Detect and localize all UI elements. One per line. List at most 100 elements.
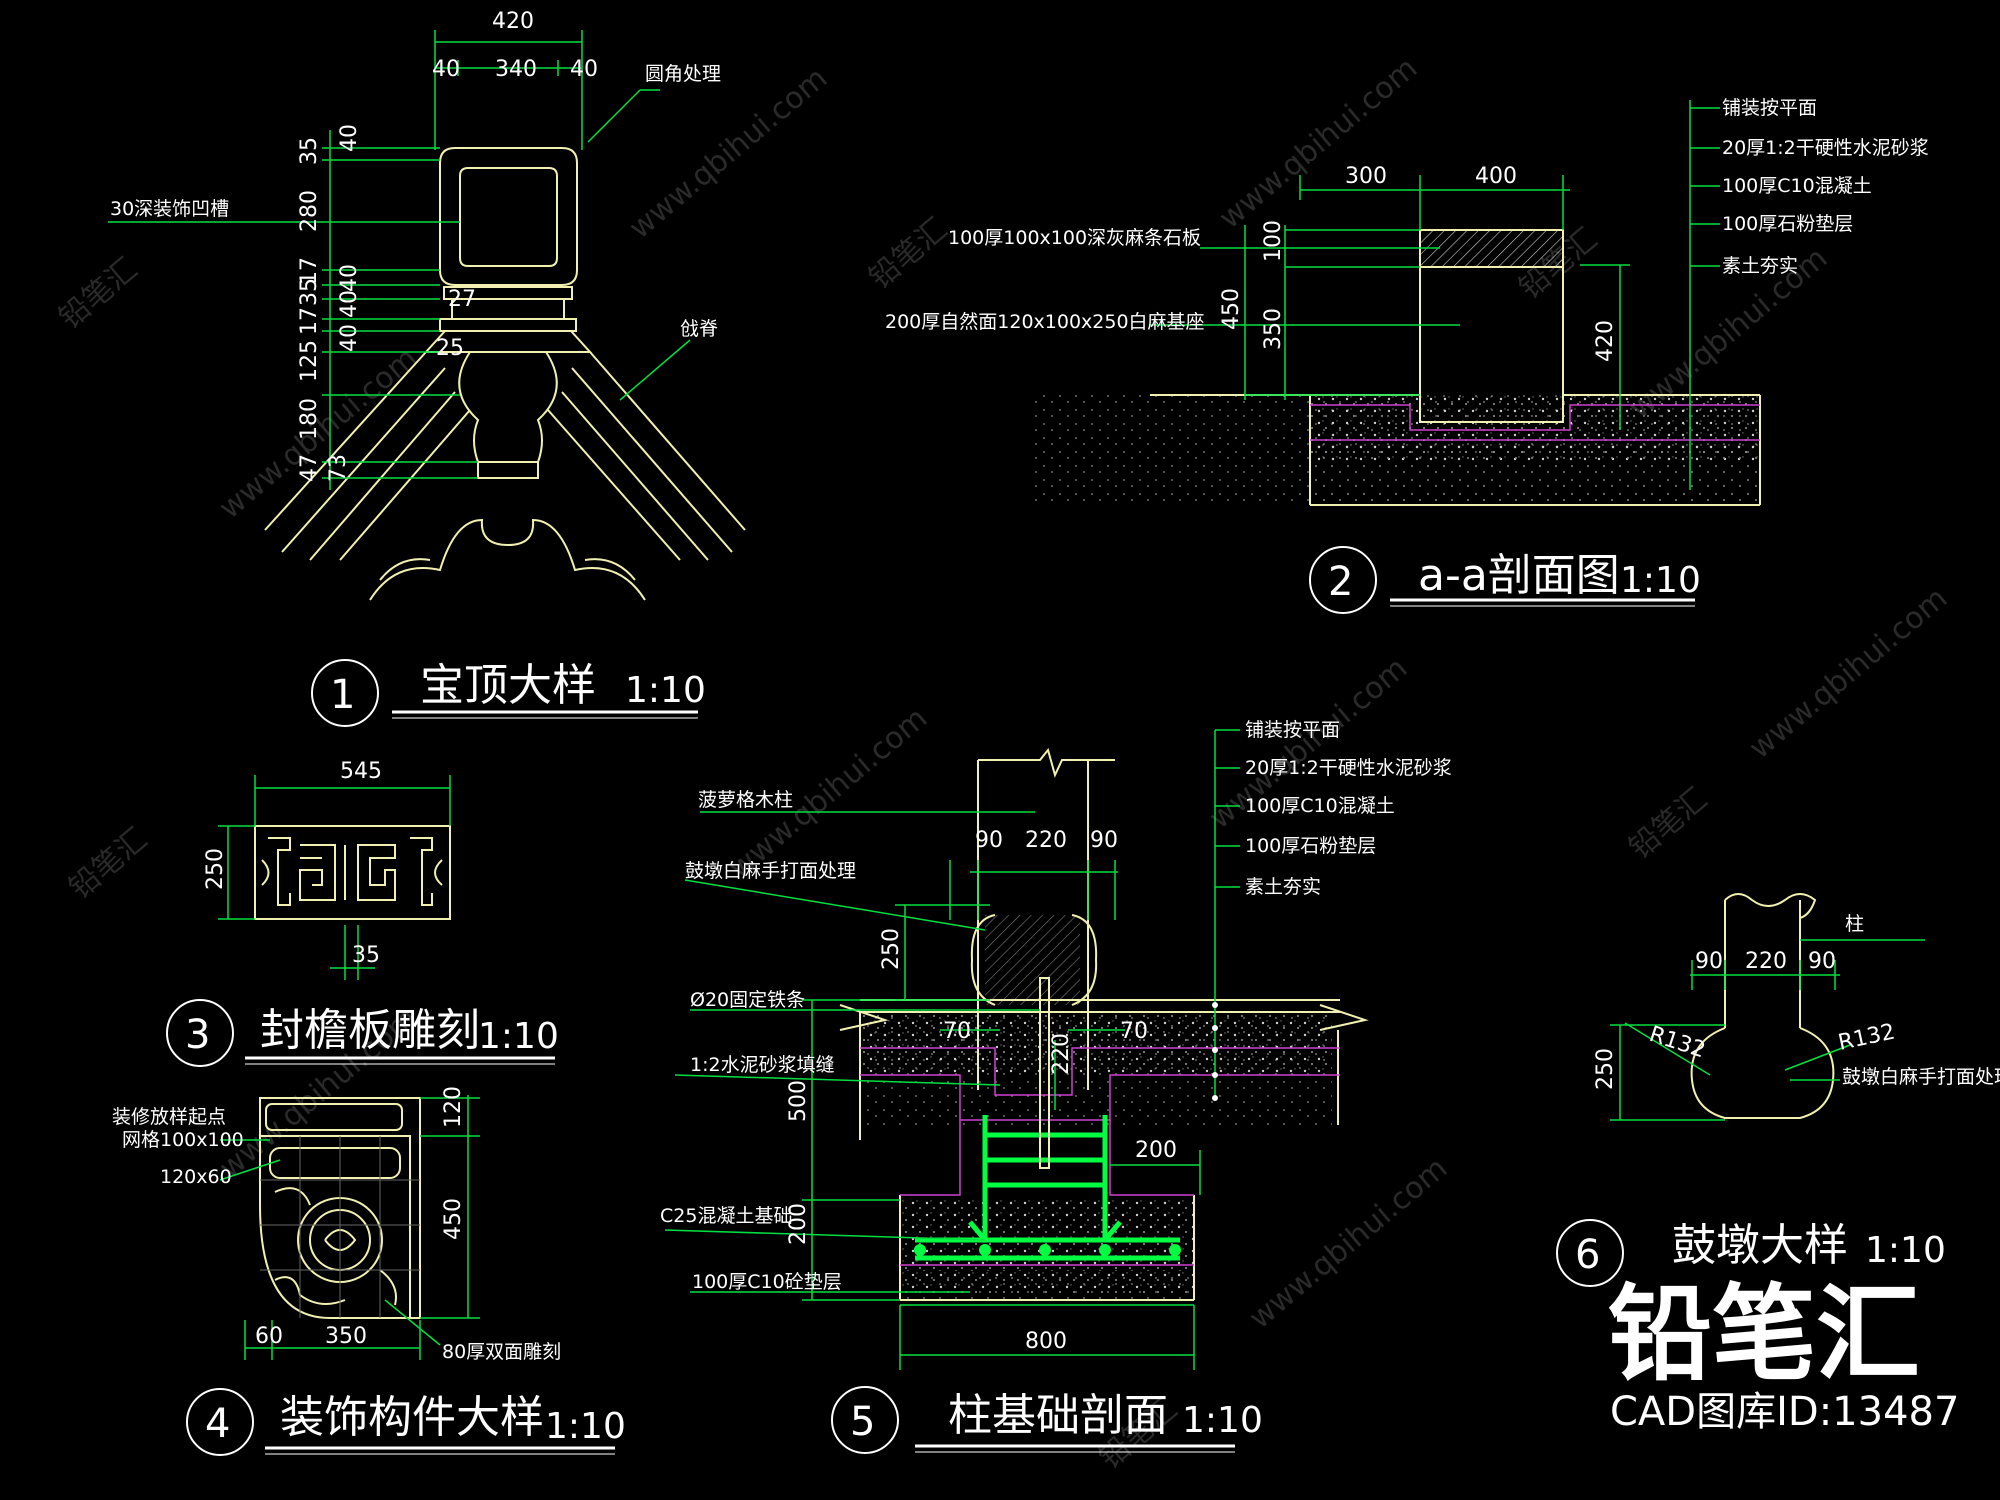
detail-title: 柱基础剖面 xyxy=(948,1390,1168,1441)
dim-label: 125 xyxy=(297,340,322,382)
dim-label: 500 xyxy=(786,1080,811,1122)
watermark-text: 铅笔汇 xyxy=(63,821,154,906)
label-concrete-footing: C25混凝土基础 xyxy=(660,1205,792,1227)
layer-label: 铺装按平面 xyxy=(1722,97,1817,119)
watermark-text: 铅笔汇 xyxy=(863,211,954,296)
dim-label: 250 xyxy=(1593,1048,1618,1090)
detail-scale: 1:10 xyxy=(1865,1230,1946,1271)
dim-label: 90 xyxy=(1090,828,1118,853)
dim-label: 200 xyxy=(786,1203,811,1245)
dim-label: 17 xyxy=(297,307,322,335)
dim-label: 60 xyxy=(255,1324,283,1349)
dim-label: 180 xyxy=(297,398,322,440)
detail-number: 3 xyxy=(185,1012,210,1058)
label-rounded-corner: 圆角处理 xyxy=(645,63,721,85)
layer-label: 素土夯实 xyxy=(1245,876,1321,898)
dim-label: 220 xyxy=(1049,1033,1074,1075)
dim-label: 200 xyxy=(1135,1138,1177,1163)
layer-label: 铺装按平面 xyxy=(1245,719,1340,741)
dim-label: 73 xyxy=(326,454,351,482)
watermark-text: 铅笔汇 xyxy=(1623,781,1714,866)
dim-label: 47 xyxy=(297,454,322,482)
dim-label: 40 xyxy=(337,124,362,152)
label-grid: 网格100x100 xyxy=(122,1129,244,1151)
layer-label: 20厚1:2干硬性水泥砂浆 xyxy=(1245,757,1452,779)
detail-number: 2 xyxy=(1328,559,1353,605)
dim-label: 420 xyxy=(1593,320,1618,362)
dim-label: 70 xyxy=(943,1019,971,1044)
dim-label: 340 xyxy=(495,57,537,82)
dim-label: 350 xyxy=(325,1324,367,1349)
label-concrete-cushion: 100厚C10砼垫层 xyxy=(692,1271,842,1293)
watermark-text: www.qbihui.com xyxy=(1213,51,1425,236)
detail-5-column-foundation: 90 220 90 250 70 70 220 500 200 200 800 … xyxy=(660,719,1452,1454)
dim-label: 40 xyxy=(337,264,362,292)
label-drum-base: 鼓墩白麻手打面处理 xyxy=(685,860,856,882)
brand-logo: 铅笔汇 CAD图库ID:13487 xyxy=(1608,1273,1959,1435)
label-iron-bar: Ø20固定铁条 xyxy=(690,989,805,1011)
detail-6-drum-base: 90 220 90 250 柱 R132 R132 鼓墩白麻手打面处理 6 鼓墩… xyxy=(1556,893,2000,1287)
dim-label: 300 xyxy=(1345,164,1387,189)
detail-scale: 1:10 xyxy=(478,1016,559,1057)
layer-label: 20厚1:2干硬性水泥砂浆 xyxy=(1722,137,1929,159)
detail-number: 1 xyxy=(330,672,355,718)
detail-scale: 1:10 xyxy=(1182,1400,1263,1441)
layer-label: 100厚C10混凝土 xyxy=(1722,175,1872,197)
detail-number: 5 xyxy=(850,1399,875,1445)
detail-title: a-a剖面图 xyxy=(1418,550,1620,601)
dim-label: 120 xyxy=(441,1086,466,1128)
label-column: 菠萝格木柱 xyxy=(698,789,793,811)
detail-number-bubble xyxy=(1556,1219,1624,1287)
detail-number-bubble xyxy=(1309,546,1377,614)
dim-label: 17 xyxy=(297,257,322,285)
dim-label: 220 xyxy=(1025,828,1067,853)
label-drum-finish: 鼓墩白麻手打面处理 xyxy=(1842,1066,2000,1088)
watermark-text: www.qbihui.com xyxy=(1243,1151,1455,1336)
watermark-text: www.qbihui.com xyxy=(1743,581,1955,766)
detail-scale: 1:10 xyxy=(625,670,706,711)
layer-label: 素土夯实 xyxy=(1722,255,1798,277)
dim-label: 250 xyxy=(879,928,904,970)
dim-label: 90 xyxy=(1808,949,1836,974)
radius-label: R132 xyxy=(1646,1022,1708,1063)
brand-id: CAD图库ID:13487 xyxy=(1610,1389,1959,1435)
dim-label: 90 xyxy=(975,828,1003,853)
dim-label: 40 xyxy=(570,57,598,82)
dim-label: 545 xyxy=(340,759,382,784)
dim-label: 420 xyxy=(492,9,534,34)
detail-number-bubble xyxy=(831,1386,899,1454)
detail-4-ornament: 120 450 60 350 装修放样起点 网格100x100 120x60 8… xyxy=(112,1086,626,1456)
dim-label: 250 xyxy=(203,848,228,890)
dim-label: 350 xyxy=(1261,308,1286,350)
detail-number: 4 xyxy=(205,1401,230,1447)
label-stone-base: 200厚自然面120x100x250白麻基座 xyxy=(885,311,1205,333)
dim-label: 27 xyxy=(448,287,476,312)
label-stone-slab: 100厚100x100深灰麻条石板 xyxy=(948,227,1201,249)
detail-1-finial: 420 40 340 40 35 40 280 17 35 40 27 17 4… xyxy=(108,9,746,727)
dim-label: 35 xyxy=(297,278,322,306)
watermark-text: www.qbihui.com xyxy=(623,61,835,246)
label-carving: 80厚双面雕刻 xyxy=(442,1341,561,1363)
detail-title: 封檐板雕刻 xyxy=(260,1005,480,1056)
detail-title: 装饰构件大样 xyxy=(280,1392,544,1443)
dim-label: 25 xyxy=(436,336,464,361)
label-layout-origin: 装修放样起点 xyxy=(112,1106,226,1128)
radius-label: R132 xyxy=(1836,1020,1897,1056)
dim-label: 40 xyxy=(432,57,460,82)
dim-label: 70 xyxy=(1120,1019,1148,1044)
detail-number: 6 xyxy=(1575,1232,1600,1278)
detail-3-fascia-carving: 545 250 35 3 封檐板雕刻 1:10 xyxy=(166,759,559,1067)
detail-title: 宝顶大样 xyxy=(420,660,596,711)
label-ridge: 戗脊 xyxy=(680,318,718,340)
dim-label: 400 xyxy=(1475,164,1517,189)
detail-number-bubble xyxy=(166,999,234,1067)
detail-title: 鼓墩大样 xyxy=(1672,1220,1848,1271)
watermark-text: 铅笔汇 xyxy=(53,251,144,336)
label-mortar-joint: 1:2水泥砂浆填缝 xyxy=(690,1054,835,1076)
label-size: 120x60 xyxy=(160,1166,232,1188)
dim-label: 800 xyxy=(1025,1329,1067,1354)
detail-number-bubble xyxy=(311,659,379,727)
dim-label: 450 xyxy=(1219,288,1244,330)
label-column: 柱 xyxy=(1845,913,1864,935)
